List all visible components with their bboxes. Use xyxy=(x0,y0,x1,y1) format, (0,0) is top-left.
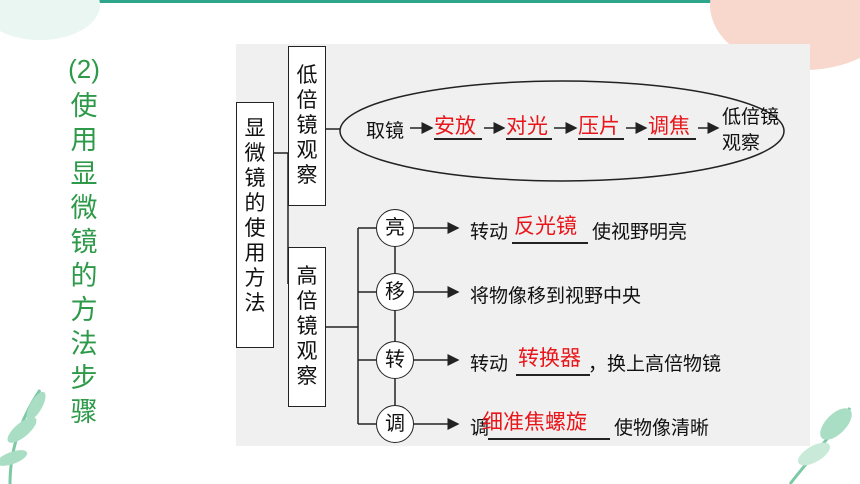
side-title-char: 显 xyxy=(70,159,98,190)
low-flow-step-answer: 压片 xyxy=(578,114,620,138)
answer-underline xyxy=(488,438,610,440)
root-char: 显 xyxy=(244,116,266,140)
low-flow-step-answer: 调焦 xyxy=(648,114,690,138)
side-title-char: 使 xyxy=(70,91,98,122)
answer-underline xyxy=(578,138,624,140)
side-title-char: 方 xyxy=(70,295,98,326)
low-power-char: 镜 xyxy=(296,113,318,137)
step-text: 转动 xyxy=(470,221,509,243)
diagram-connectors xyxy=(274,80,785,430)
root-box: 显 微 镜 的 使 用 方 法 xyxy=(236,102,274,348)
answer-underline xyxy=(506,138,552,140)
low-flow-end: 观察 xyxy=(722,132,761,154)
answer-underline xyxy=(512,242,588,244)
answer-underline xyxy=(516,374,590,376)
step-text: ，换上高倍物镜 xyxy=(588,353,722,375)
side-title-char: 镜 xyxy=(70,227,98,258)
low-power-ellipse xyxy=(339,80,785,182)
low-flow-step-answer: 安放 xyxy=(434,114,476,138)
step-circle-turn: 转 xyxy=(376,341,414,379)
root-char: 方 xyxy=(244,266,266,290)
high-power-char: 镜 xyxy=(296,314,318,338)
low-flow-step-answer: 对光 xyxy=(506,114,548,138)
step-circle-adjust: 调 xyxy=(376,405,414,443)
high-power-char: 倍 xyxy=(296,289,318,313)
side-title-char: 步 xyxy=(70,363,98,394)
side-title-char: 骤 xyxy=(70,397,98,428)
low-power-char: 倍 xyxy=(296,88,318,112)
step-text: 将物像移到视野中央 xyxy=(470,285,642,307)
root-char: 用 xyxy=(244,241,266,265)
answer-underline xyxy=(434,138,482,140)
step-text: 使物像清晰 xyxy=(614,417,710,439)
low-power-char: 观 xyxy=(296,138,318,162)
side-title-char: 微 xyxy=(70,193,98,224)
high-power-char: 观 xyxy=(296,339,318,363)
low-power-box: 低 倍 镜 观 察 xyxy=(288,46,326,206)
step-answer: 细准焦螺旋 xyxy=(482,410,587,434)
root-char: 的 xyxy=(244,191,266,215)
side-title: (2) 使 用 显 微 镜 的 方 法 步 骤 xyxy=(62,52,106,430)
side-title-char: 用 xyxy=(70,125,98,156)
low-flow-start: 取镜 xyxy=(366,120,405,142)
low-power-char: 察 xyxy=(296,163,318,187)
root-char: 法 xyxy=(244,291,266,315)
step-circle-bright: 亮 xyxy=(376,209,414,247)
side-title-char: 的 xyxy=(70,261,98,292)
root-char: 镜 xyxy=(244,166,266,190)
high-power-char: 察 xyxy=(296,364,318,388)
step-answer: 转换器 xyxy=(518,346,581,370)
side-title-number: (2) xyxy=(68,54,100,84)
root-char: 使 xyxy=(244,216,266,240)
leaf-decoration-left-icon xyxy=(0,389,46,484)
step-answer: 反光镜 xyxy=(514,214,577,238)
low-power-char: 低 xyxy=(296,63,318,87)
answer-underline xyxy=(648,138,696,140)
high-power-char: 高 xyxy=(296,264,318,288)
high-power-box: 高 倍 镜 观 察 xyxy=(288,247,326,407)
low-flow-end: 低倍镜 xyxy=(722,106,780,128)
root-char: 微 xyxy=(244,141,266,165)
step-text: 调 xyxy=(470,417,490,439)
step-text: 使视野明亮 xyxy=(592,221,688,243)
side-title-char: 法 xyxy=(70,329,98,360)
step-circle-move: 移 xyxy=(376,273,414,311)
step-text: 转动 xyxy=(470,353,509,375)
diagram-panel: 显 微 镜 的 使 用 方 法 低 倍 镜 观 察 高 倍 镜 观 察 取镜 安… xyxy=(236,44,810,446)
